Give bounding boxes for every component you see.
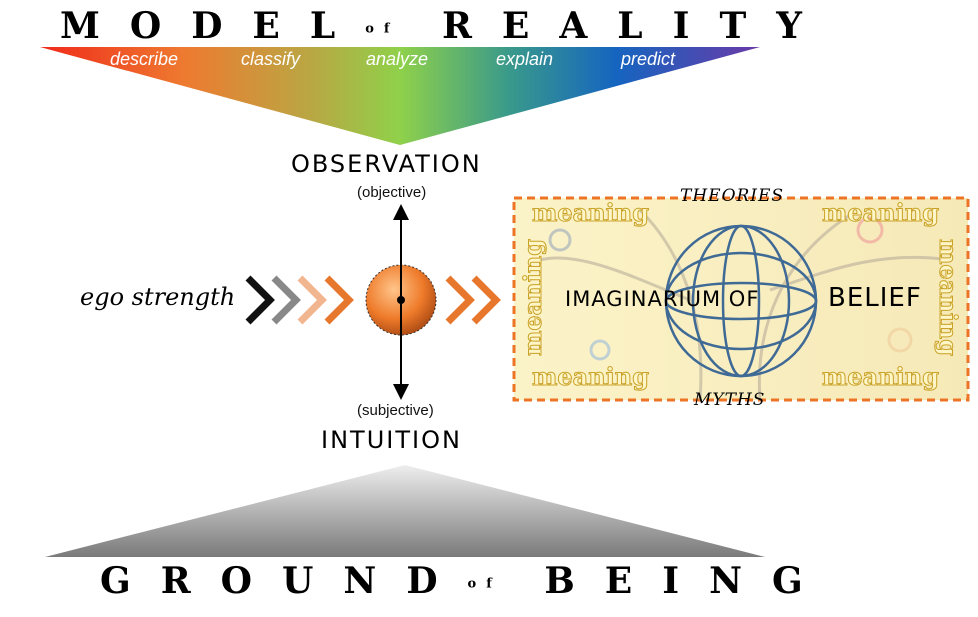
verb-analyze: analyze <box>366 49 429 69</box>
ground-of-being-title: GROUNDof BEING <box>100 560 833 602</box>
verb-explain: explain <box>496 49 554 69</box>
model-of-reality-title: MODELof REALITY <box>60 5 832 47</box>
model-triangle <box>40 47 760 145</box>
verb-describe: describe <box>110 49 179 69</box>
title-reality: REALITY <box>442 5 832 47</box>
verb-classify: classify <box>241 49 301 69</box>
title-model: MODEL <box>60 5 366 47</box>
tree-decoration <box>539 208 951 401</box>
theories-label: THEORIES <box>680 186 785 206</box>
title-of-2: of <box>467 576 502 592</box>
meaning-left: meaning <box>518 238 548 357</box>
intuition-label: INTUITION <box>321 426 462 454</box>
globe-icon <box>664 224 818 378</box>
title-of: of <box>365 21 400 37</box>
myths-label: MYTHS <box>694 390 766 410</box>
objective-label: (objective) <box>357 184 427 201</box>
observation-label: OBSERVATION <box>291 150 482 178</box>
chevron-icons-right <box>445 275 501 325</box>
meaning-top-right: meaning <box>821 198 940 228</box>
ego-strength-label: ego strength <box>80 283 236 311</box>
meaning-bottom-right: meaning <box>821 362 940 392</box>
title-being: BEING <box>544 560 833 602</box>
subjective-label: (subjective) <box>357 402 434 419</box>
meaning-top-left: meaning <box>531 198 650 228</box>
imaginarium-label: IMAGINARIUM OF <box>565 287 760 311</box>
meaning-right: meaning <box>934 238 964 357</box>
ground-triangle <box>45 465 765 557</box>
meaning-bottom-left: meaning <box>531 362 650 392</box>
belief-label: BELIEF <box>828 283 922 313</box>
title-ground: GROUND <box>100 560 468 602</box>
chevron-icons-left <box>245 275 354 325</box>
belief-box <box>512 196 970 402</box>
verb-predict: predict <box>621 49 676 69</box>
